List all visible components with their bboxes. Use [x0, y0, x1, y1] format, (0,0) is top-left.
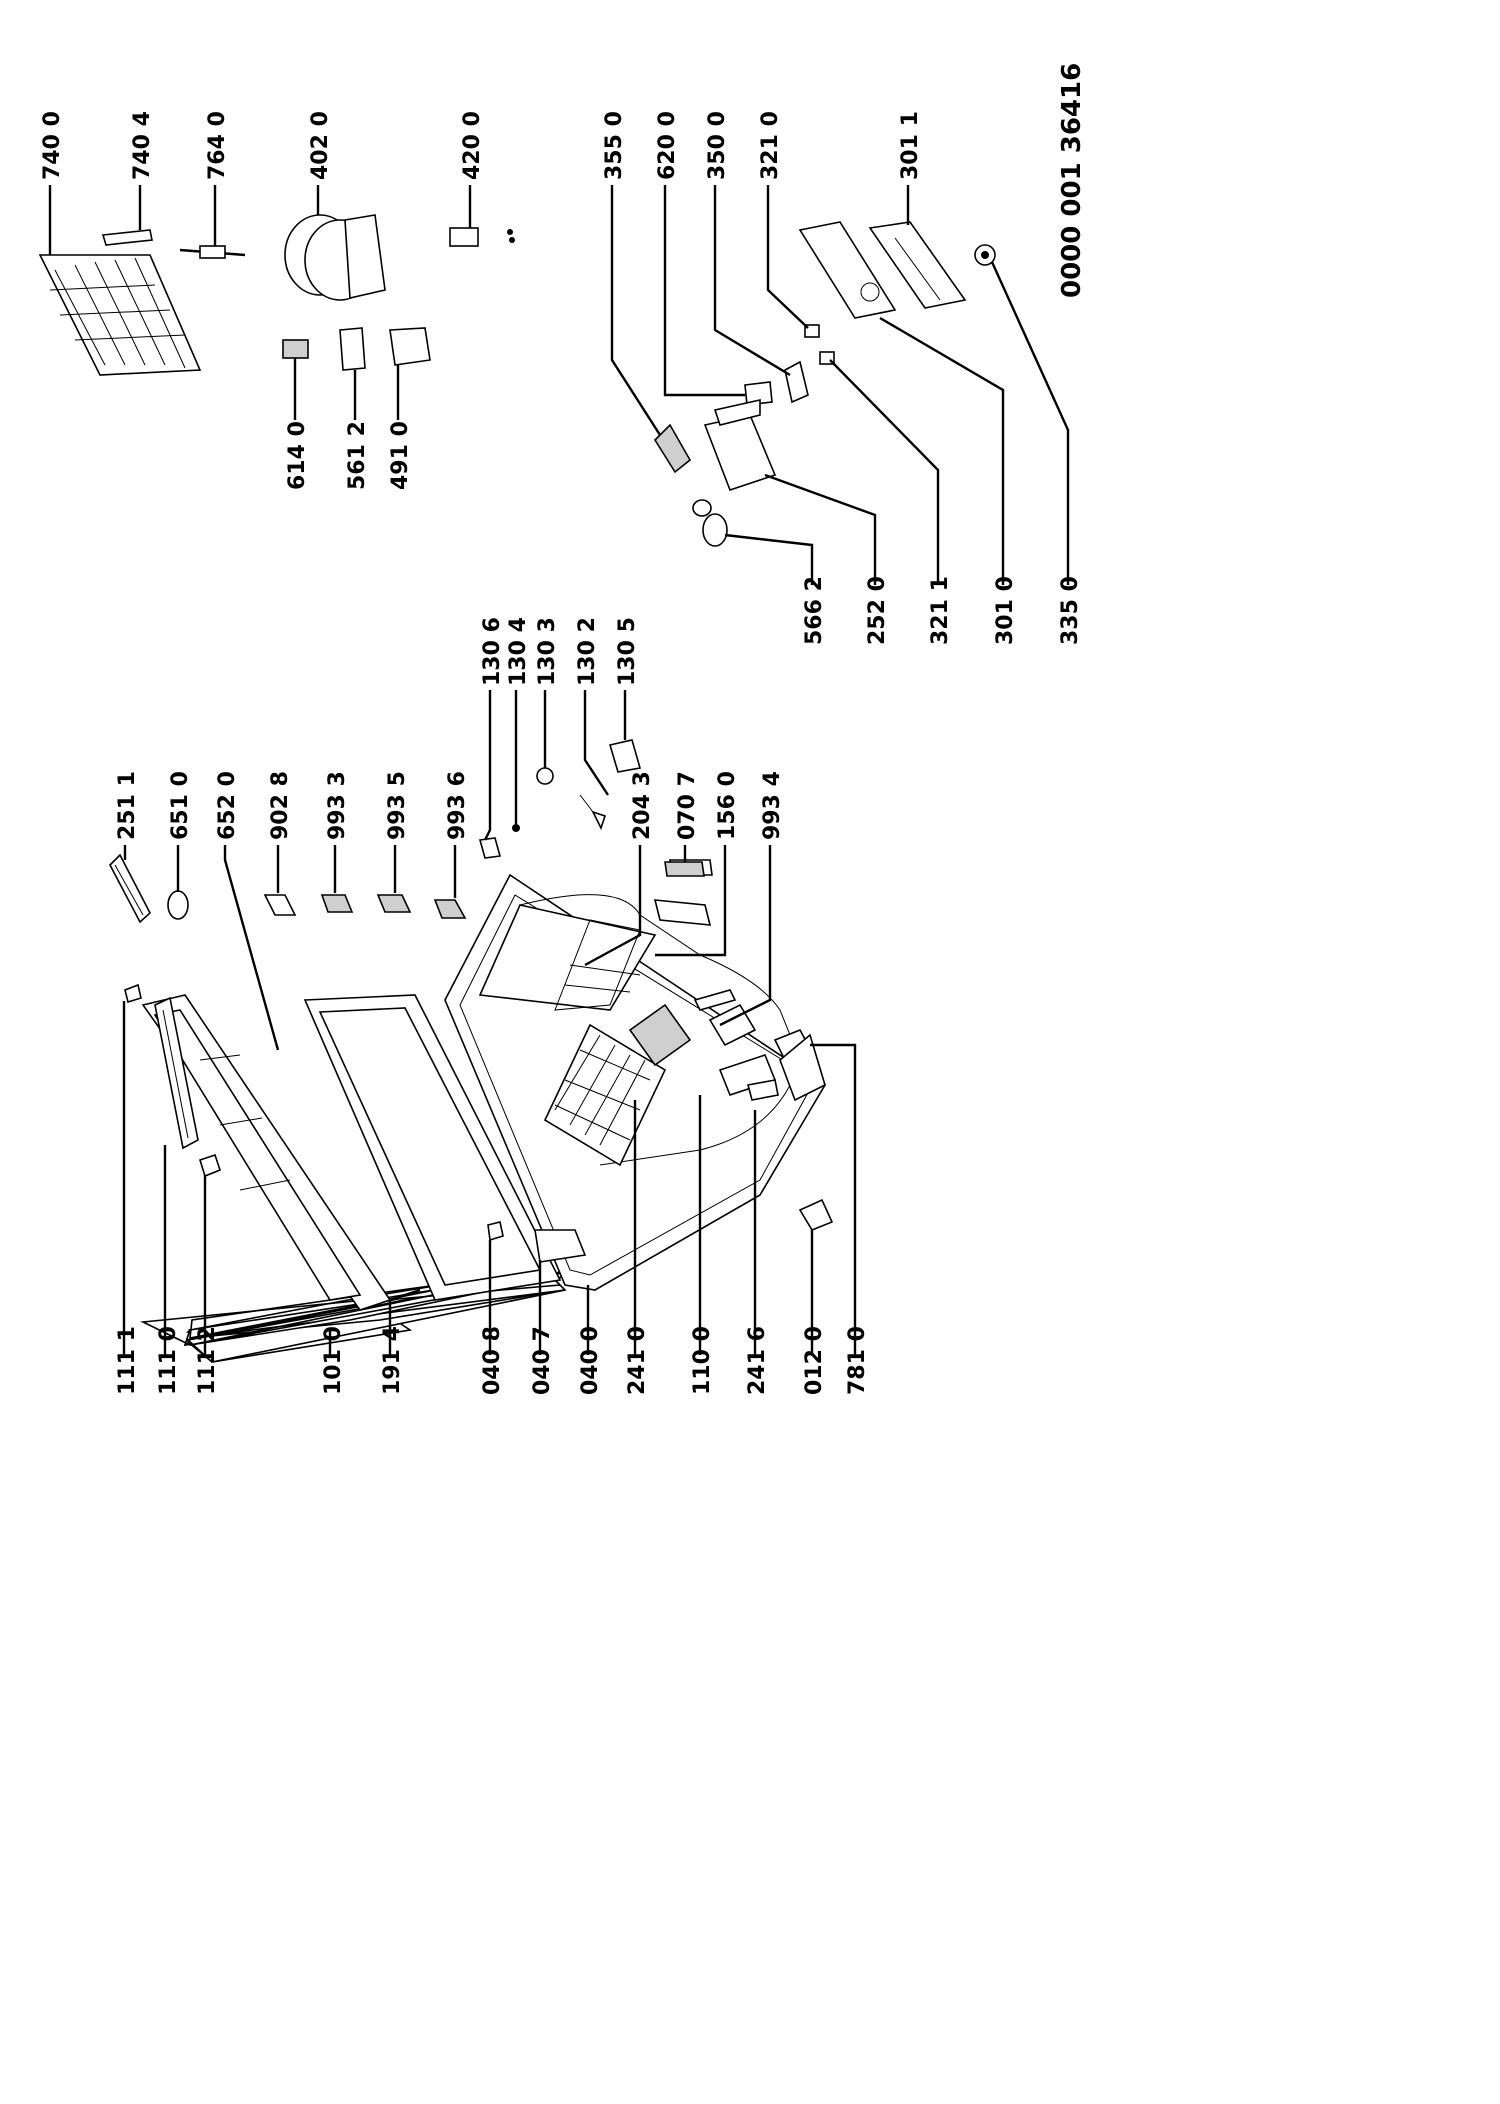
label-130-3: 130 3	[535, 617, 560, 686]
part-0707	[664, 861, 705, 877]
label-652-0: 652 0	[215, 771, 240, 840]
condenser-7400	[38, 254, 202, 376]
part-2520	[703, 399, 777, 492]
cover-0407	[534, 1229, 587, 1263]
label-301-0: 301 0	[993, 576, 1018, 645]
part-4910	[389, 327, 431, 366]
part-1303	[536, 767, 554, 785]
part-4200	[449, 227, 515, 247]
label-301-1: 301 1	[898, 111, 923, 180]
part-3550	[653, 423, 692, 474]
part-6200	[744, 381, 773, 406]
part-3210	[804, 324, 820, 338]
label-130-4: 130 4	[506, 617, 531, 686]
label-111-1: 111 1	[115, 1326, 140, 1395]
label-156-0: 156 0	[715, 771, 740, 840]
label-740-0: 740 0	[40, 111, 65, 180]
label-191-4: 191 4	[380, 1326, 405, 1395]
label-040-7: 040 7	[530, 1326, 555, 1395]
compressor-4020	[284, 214, 386, 301]
part-1305	[608, 739, 642, 773]
part-0120	[798, 1198, 834, 1231]
panel-3011	[868, 221, 967, 309]
part-9935	[376, 894, 412, 913]
part-7640	[179, 245, 246, 259]
panel-3010	[798, 221, 897, 319]
part-1304	[512, 824, 520, 832]
leader-lines	[48, 185, 1070, 1355]
part-labels: 111 1 111 0 111 2 101 0 191 4 040 8 040 …	[40, 63, 1087, 1395]
label-614-0: 614 0	[285, 421, 310, 490]
label-040-0: 040 0	[578, 1326, 603, 1395]
label-651-0: 651 0	[168, 771, 193, 840]
label-012-0: 012 0	[802, 1326, 827, 1395]
part-2511	[109, 853, 151, 924]
hinge-1112	[199, 1153, 221, 1178]
label-993-3: 993 3	[325, 771, 350, 840]
label-491-0: 491 0	[388, 421, 413, 490]
label-241-0: 241 0	[625, 1326, 650, 1395]
label-620-0: 620 0	[655, 111, 680, 180]
label-070-7: 070 7	[675, 771, 700, 840]
part-7404	[101, 229, 153, 246]
label-993-6: 993 6	[445, 771, 470, 840]
part-5662	[692, 499, 728, 547]
label-993-5: 993 5	[385, 771, 410, 840]
label-561-2: 561 2	[345, 421, 370, 490]
label-251-1: 251 1	[115, 771, 140, 840]
label-355-0: 355 0	[602, 111, 627, 180]
document-code: 0000 001 36416	[1057, 63, 1087, 298]
label-130-2: 130 2	[575, 617, 600, 686]
label-781-0: 781 0	[845, 1326, 870, 1395]
label-764-0: 764 0	[205, 111, 230, 180]
part-6510	[167, 890, 189, 920]
label-130-5: 130 5	[615, 617, 640, 686]
label-241-6: 241 6	[745, 1326, 770, 1395]
label-130-6: 130 6	[480, 617, 505, 686]
label-566-2: 566 2	[802, 576, 827, 645]
part-1306	[478, 837, 502, 859]
label-321-1: 321 1	[928, 576, 953, 645]
label-350-0: 350 0	[705, 111, 730, 180]
handle-1110	[154, 996, 199, 1150]
label-321-0: 321 0	[758, 111, 783, 180]
part-3350	[974, 244, 996, 266]
part-9936	[433, 899, 467, 919]
label-111-0: 111 0	[156, 1326, 181, 1395]
label-420-0: 420 0	[460, 111, 485, 180]
part-5612	[339, 327, 366, 371]
hinge-0408	[487, 1221, 504, 1242]
label-111-2: 111 2	[195, 1326, 220, 1395]
label-902-8: 902 8	[268, 771, 293, 840]
label-335-0: 335 0	[1058, 576, 1083, 645]
label-993-4: 993 4	[760, 771, 785, 840]
part-1302	[579, 794, 607, 831]
part-3500	[784, 360, 809, 404]
label-110-0: 110 0	[690, 1326, 715, 1395]
label-740-4: 740 4	[130, 111, 155, 180]
label-402-0: 402 0	[308, 111, 333, 180]
hinge-1111	[124, 983, 142, 1004]
label-204-3: 204 3	[630, 771, 655, 840]
label-101-0: 101 0	[321, 1326, 346, 1395]
part-9028	[263, 894, 297, 916]
part-9933	[320, 894, 354, 913]
label-252-0: 252 0	[865, 576, 890, 645]
part-6140	[282, 339, 309, 359]
label-040-8: 040 8	[480, 1326, 505, 1395]
